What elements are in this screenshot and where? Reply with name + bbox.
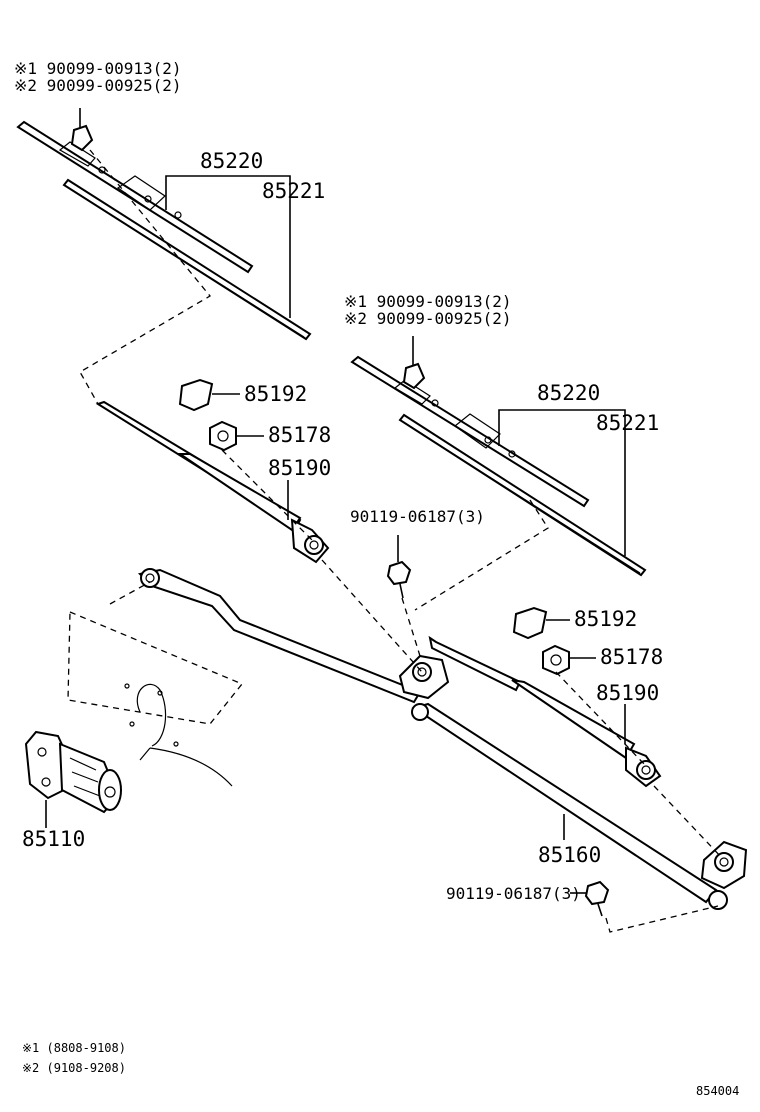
right-wiper-blade-assembly [350, 336, 647, 577]
center-bolt [386, 535, 412, 599]
callout-r-cap: 85192 [574, 607, 637, 631]
callout-tl-blade-b: 85221 [262, 179, 325, 203]
callout-tl-bolt-1: ※1 90099-00913(2) [14, 59, 182, 78]
callout-r-bolt-2: ※2 90099-00925(2) [344, 309, 512, 328]
callout-lower-bolt: 90119-06187(3) [446, 884, 581, 903]
callout-center-bolt: 90119-06187(3) [350, 507, 485, 526]
assembly-guide-lines [79, 149, 723, 933]
note-1: ※1 (8808-9108) [22, 1041, 126, 1055]
left-arm-cap [178, 378, 214, 412]
callout-r-blade-a: 85220 [537, 381, 600, 405]
callout-tl-blade-a: 85220 [200, 149, 263, 173]
callout-link: 85160 [538, 843, 601, 867]
callout-r-arm: 85190 [596, 681, 659, 705]
callout-r-blade-b: 85221 [596, 411, 659, 435]
right-arm-nut [542, 644, 570, 676]
callout-motor: 85110 [22, 827, 85, 851]
figure-id: 854004 [696, 1084, 739, 1098]
callout-l-nut: 85178 [268, 423, 331, 447]
callout-r-bolt-1: ※1 90099-00913(2) [344, 292, 512, 311]
right-arm-cap [512, 606, 548, 640]
lower-bolt [584, 880, 610, 917]
leader-lines [165, 175, 626, 894]
right-wiper-arm [428, 635, 662, 788]
note-2: ※2 (9108-9208) [22, 1061, 126, 1075]
callout-r-nut: 85178 [600, 645, 663, 669]
left-arm-nut [209, 420, 237, 452]
body-panel-outline [67, 611, 244, 787]
callout-l-arm: 85190 [268, 456, 331, 480]
callout-l-cap: 85192 [244, 382, 307, 406]
wiper-motor [24, 730, 122, 828]
left-wiper-blade-assembly [16, 108, 312, 341]
callout-tl-bolt-2: ※2 90099-00925(2) [14, 76, 182, 95]
wiper-linkage [137, 568, 748, 910]
left-wiper-arm [95, 400, 330, 564]
